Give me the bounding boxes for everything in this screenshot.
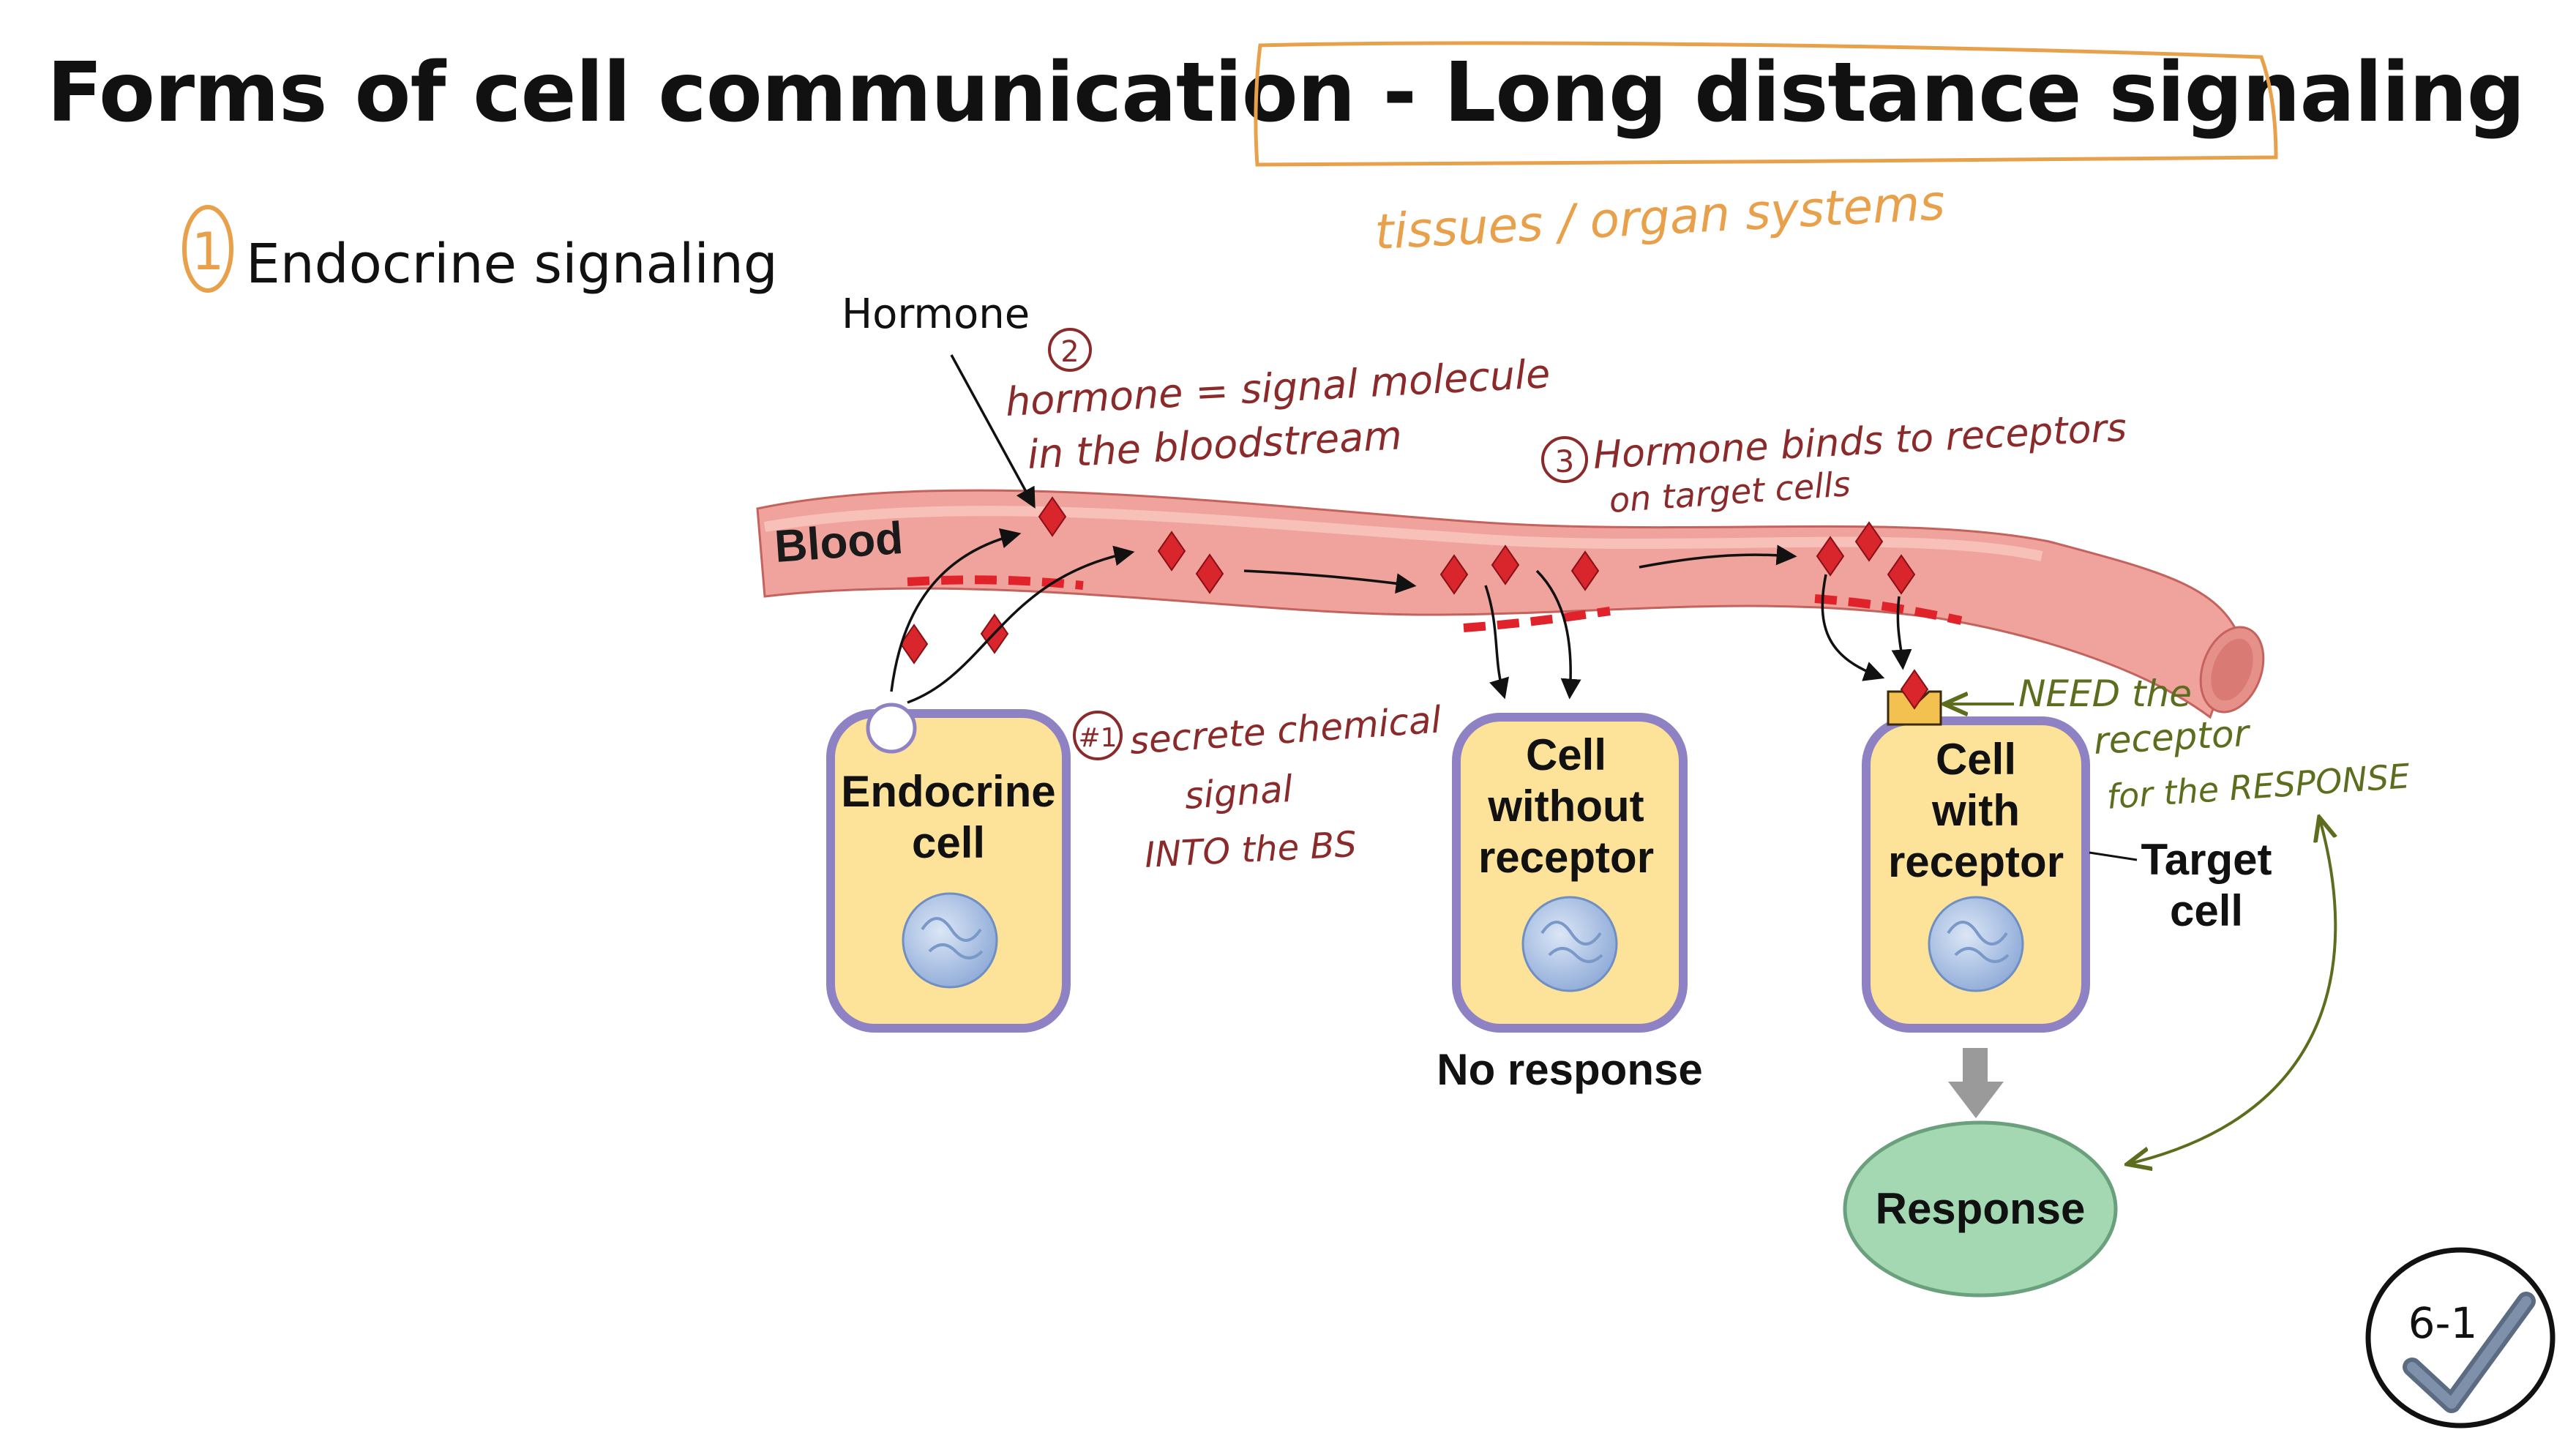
title-main: Forms of cell communication - — [47, 45, 1444, 141]
note2-circle — [1048, 328, 1092, 372]
bound-hormone — [1900, 669, 1929, 710]
number-1-circle — [182, 205, 233, 293]
cell-with-receptor — [1862, 669, 2090, 1033]
cell-with-label-3: receptor — [1888, 837, 2064, 886]
title-highlight: Long distance signaling — [1443, 45, 2526, 141]
need-line-2: receptor — [2093, 712, 2253, 763]
note1-number: #1 — [1078, 723, 1117, 753]
endocrine-cell-label-2: cell — [912, 818, 985, 867]
slide-title: Forms of cell communication - Long dista… — [47, 45, 2526, 141]
note3-line-1: Hormone binds to receptors — [1592, 406, 2128, 478]
response-label: Response — [1876, 1184, 2086, 1233]
title-highlight-box — [1254, 41, 2278, 167]
target-cell-leader — [2089, 851, 2138, 861]
nucleus-3 — [1928, 896, 2024, 992]
need-response-link — [2130, 820, 2335, 1164]
target-cell-label-1: Target — [2141, 835, 2272, 884]
no-response-label: No response — [1437, 1045, 1702, 1094]
progress-badge: 6-1 — [2365, 1247, 2556, 1429]
response-arrow — [1948, 1048, 2004, 1118]
hormone-path-arrows — [890, 354, 1912, 704]
note2-number: 2 — [1060, 335, 1079, 369]
need-line-3: for the RESPONSE — [2105, 756, 2411, 817]
vessel-wall-openings — [907, 575, 1963, 632]
response-ellipse — [1843, 1120, 2118, 1298]
nucleus-2 — [1521, 896, 1618, 992]
blood-label: Blood — [773, 513, 905, 572]
badge-text: 6-1 — [2408, 1298, 2478, 1348]
note1-circle — [1073, 711, 1123, 760]
number-1: 1 — [192, 222, 225, 282]
cell-without-receptor — [1452, 713, 1688, 1033]
endocrine-nucleus — [902, 892, 998, 989]
endocrine-cell-label-1: Endocrine — [841, 767, 1055, 816]
note3-circle — [1541, 436, 1588, 483]
cell-with-label-2: with — [1931, 786, 2020, 835]
cell-with-label-1: Cell — [1936, 735, 2016, 784]
subtitle: Endocrine signaling — [246, 233, 778, 296]
tissues-annotation: tissues / organ systems — [1374, 174, 1947, 261]
cell-without-label-1: Cell — [1526, 730, 1606, 779]
hormone-label: Hormone — [842, 291, 1030, 338]
target-cell-label-2: cell — [2170, 886, 2243, 935]
note1-line-2: signal — [1183, 768, 1295, 817]
note2-line-2: in the bloodstream — [1026, 412, 1403, 478]
cell-without-label-2: without — [1487, 782, 1644, 831]
endocrine-cell — [826, 703, 1071, 1033]
note3-number: 3 — [1555, 443, 1575, 479]
note1-line-3: INTO the BS — [1144, 824, 1358, 876]
note1-line-1: secrete chemical — [1128, 698, 1443, 763]
need-line-1: NEED the — [2018, 673, 2192, 715]
cell-without-label-3: receptor — [1478, 833, 1654, 882]
